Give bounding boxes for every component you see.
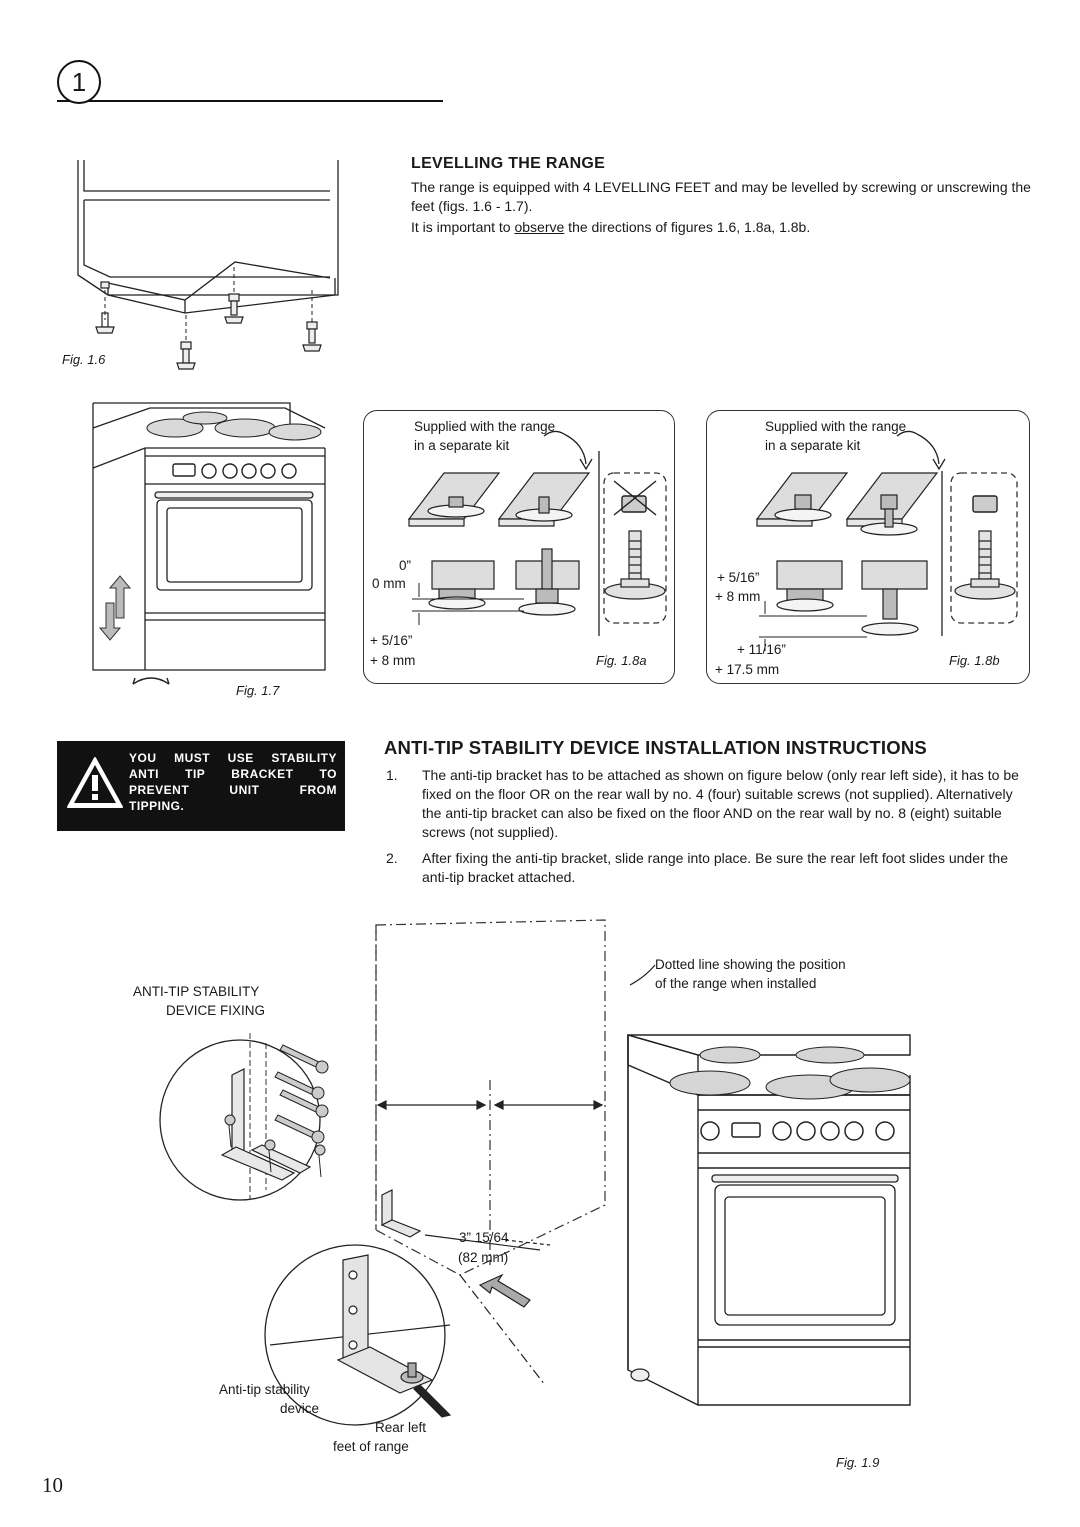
fig-1-9-device-fixing-label-1: ANTI-TIP STABILITY [133, 984, 260, 999]
fig-1-8b-kit-line1: Supplied with the range [765, 419, 907, 434]
floor-block-icon [776, 560, 928, 636]
fig-1-8b-feet-illustration [755, 430, 1018, 651]
exclamation-triangle-icon [67, 757, 123, 808]
fig-1-9-device-fixing-label-2: DEVICE FIXING [166, 1003, 266, 1018]
foot-screw-icon [604, 530, 666, 600]
levelling-foot-icon [95, 281, 322, 370]
fig-1-8b-max-in: + 11/16” [737, 642, 786, 657]
anti-tip-heading: ANTI-TIP STABILITY DEVICE INSTALLATION I… [384, 737, 927, 758]
levelling-heading: LEVELLING THE RANGE [411, 155, 606, 172]
levelling-paragraph-2: It is important to observe the direction… [411, 218, 1033, 237]
fig-1-9-device-label-1: Anti-tip stability [219, 1382, 310, 1397]
levelling-paragraph-1: The range is equipped with 4 LEVELLING F… [411, 179, 1031, 214]
screw-icon [224, 1044, 329, 1178]
fig-1-9-foot-label-2: feet of range [333, 1439, 409, 1454]
chapter-rule [57, 100, 443, 102]
bracket-with-foot-icon [755, 472, 939, 536]
fig-1-8b-panel: Supplied with the range in a separate ki… [706, 410, 1030, 684]
step-number: 2. [386, 850, 398, 866]
fig-1-9-offset-in: 3” 15/64 [459, 1230, 509, 1245]
fig-1-9-offset-mm: (82 mm) [458, 1250, 509, 1265]
fig-1-9-device-label-2: device [280, 1401, 320, 1416]
fig-1-8a-zero-in: 0” [399, 558, 412, 573]
bracket-detail-icon [220, 1068, 312, 1181]
levelling-p2-underlined: observe [514, 219, 565, 235]
fig-1-8b-label: Fig. 1.8b [949, 653, 1000, 668]
fig-1-9-dotted-line-label-2: of the range when installed [655, 976, 817, 991]
step-number: 1. [386, 767, 398, 783]
floor-block-icon [428, 548, 580, 616]
anti-tip-bracket-icon [380, 1189, 422, 1238]
fig-1-6-label: Fig. 1.6 [62, 352, 106, 367]
fig-1-8a-kit-line2: in a separate kit [414, 438, 510, 453]
chapter-number: 1 [57, 60, 101, 104]
tip-warning-box: YOU MUST USE STABILITY ANTI TIP BRACKET … [57, 741, 345, 831]
foot-screw-icon [954, 530, 1016, 600]
fig-1-8a-zero-mm: 0 mm [372, 576, 406, 591]
bracket-with-foot-icon [407, 472, 591, 527]
fig-1-8b-kit-line2: in a separate kit [765, 438, 861, 453]
fig-1-8a-panel: Supplied with the range in a separate ki… [363, 410, 675, 684]
fig-1-9-label: Fig. 1.9 [836, 1455, 880, 1470]
warning-line-2: ANTI TIP BRACKET TO [129, 767, 337, 781]
fig-1-9-installation-illustration [159, 919, 911, 1426]
control-knob-icon [700, 1121, 895, 1141]
anti-tip-step: 1. The anti-tip bracket has to be attache… [384, 766, 1028, 842]
levelling-p2-start: It is important to [411, 219, 515, 235]
warning-line-1: YOU MUST USE STABILITY [129, 751, 337, 765]
fig-1-9-foot-label-1: Rear left [375, 1420, 427, 1435]
warning-line-3: PREVENT UNIT FROM [129, 783, 337, 797]
fig-1-8a-max-mm: + 8 mm [370, 653, 416, 668]
tip-warning-text: YOU MUST USE STABILITY ANTI TIP BRACKET … [129, 750, 337, 814]
burner-icon [669, 1046, 911, 1100]
fig-1-6-levelling-feet-illustration [77, 160, 339, 370]
fig-1-8a-kit-line1: Supplied with the range [414, 419, 556, 434]
crossed-nut-icon [613, 480, 657, 516]
slide-arrow-icon [478, 1273, 531, 1308]
range-foot-icon [630, 1368, 650, 1382]
pointer-arrow-icon [413, 1384, 452, 1418]
fig-1-8b-max-mm: + 17.5 mm [715, 662, 780, 677]
burner-icon [146, 411, 322, 441]
anti-tip-steps: 1. The anti-tip bracket has to be attache… [384, 766, 1028, 894]
nut-icon [972, 495, 998, 513]
fig-1-8b-mid-mm: + 8 mm [715, 589, 761, 604]
page-number: 10 [42, 1473, 63, 1497]
fig-1-8a-max-in: + 5/16” [370, 633, 413, 648]
fig-1-8a-feet-illustration [407, 430, 667, 636]
up-down-arrow-icon [98, 575, 132, 641]
fig-1-7-range-illustration [92, 402, 326, 685]
warning-line-4: TIPPING. [129, 799, 185, 813]
fig-1-7-label: Fig. 1.7 [236, 683, 280, 698]
step-text: After fixing the anti-tip bracket, slide… [422, 850, 1008, 885]
control-knob-icon [172, 463, 297, 479]
rotate-arrow-icon [132, 677, 170, 685]
fig-1-8b-mid-in: + 5/16” [717, 570, 760, 585]
fig-1-9-dotted-line-label-1: Dotted line showing the position [655, 957, 846, 972]
anti-tip-step: 2. After fixing the anti-tip bracket, sli… [384, 849, 1028, 887]
fig-1-8a-label: Fig. 1.8a [596, 653, 647, 668]
levelling-p2-end: the directions of figures 1.6, 1.8a, 1.8… [564, 219, 811, 235]
step-text: The anti-tip bracket has to be attached … [422, 767, 1019, 840]
bracket-detail-icon [336, 1254, 434, 1394]
